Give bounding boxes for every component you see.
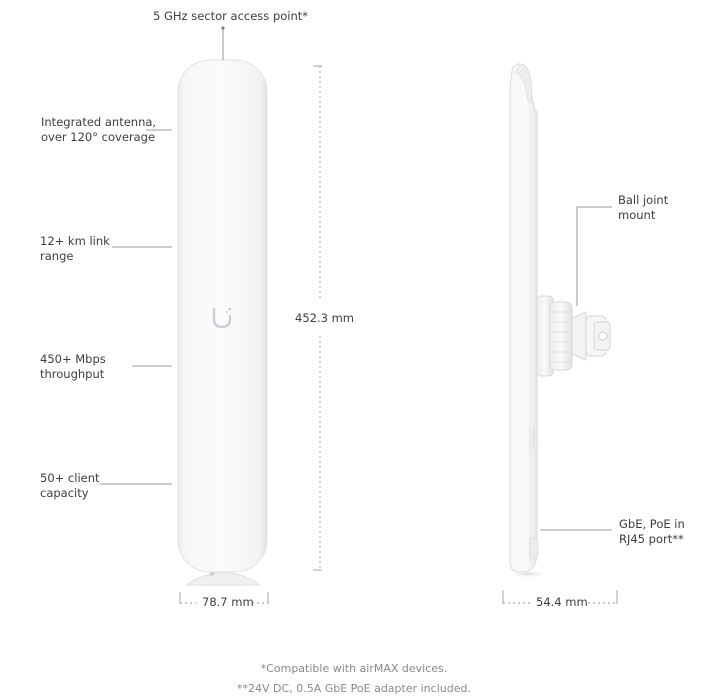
label-capacity-line-1: 50+ client — [40, 471, 100, 485]
label-port-line-2: RJ45 port** — [619, 532, 684, 546]
depth-dimension: 54.4 mm — [536, 595, 588, 609]
ball-joint-mount — [536, 295, 611, 377]
label-client-capacity: 50+ client capacity — [40, 471, 100, 501]
label-top-access-point: 5 GHz sector access point* — [153, 9, 309, 23]
label-antenna-line-1: Integrated antenna, — [41, 115, 157, 129]
label-ball-joint-line-2: mount — [618, 208, 656, 222]
front-body — [177, 59, 268, 573]
dimension-lines — [179, 65, 618, 604]
height-dimension: 452.3 mm — [295, 311, 354, 325]
footnote-compatibility: *Compatible with airMAX devices. — [260, 662, 448, 675]
label-capacity-line-2: capacity — [40, 486, 89, 500]
side-body — [509, 63, 538, 573]
label-range-line-2: range — [40, 249, 74, 263]
label-throughput-line-2: throughput — [40, 367, 105, 381]
label-antenna-line-2: over 120° coverage — [41, 130, 156, 144]
side-view-device — [506, 63, 611, 578]
label-ball-joint-line-1: Ball joint — [618, 193, 669, 207]
label-integrated-antenna: Integrated antenna, over 120° coverage — [41, 115, 156, 145]
front-bottom-base — [184, 572, 262, 586]
label-rj45-port: GbE, PoE in RJ45 port** — [619, 517, 685, 547]
label-throughput-line-1: 450+ Mbps — [40, 352, 106, 366]
leader-lines — [100, 26, 612, 531]
label-port-line-1: GbE, PoE in — [619, 517, 685, 531]
label-ball-joint: Ball joint mount — [618, 193, 668, 223]
width-dimension: 78.7 mm — [202, 595, 254, 609]
label-throughput: 450+ Mbps throughput — [40, 352, 106, 382]
front-view-device — [177, 59, 269, 588]
label-range-line-1: 12+ km link — [40, 234, 110, 248]
ubiquiti-u-logo-icon — [212, 307, 232, 329]
label-link-range: 12+ km link range — [40, 234, 110, 264]
footnote-poe-adapter: **24V DC, 0.5A GbE PoE adapter included. — [237, 682, 471, 695]
